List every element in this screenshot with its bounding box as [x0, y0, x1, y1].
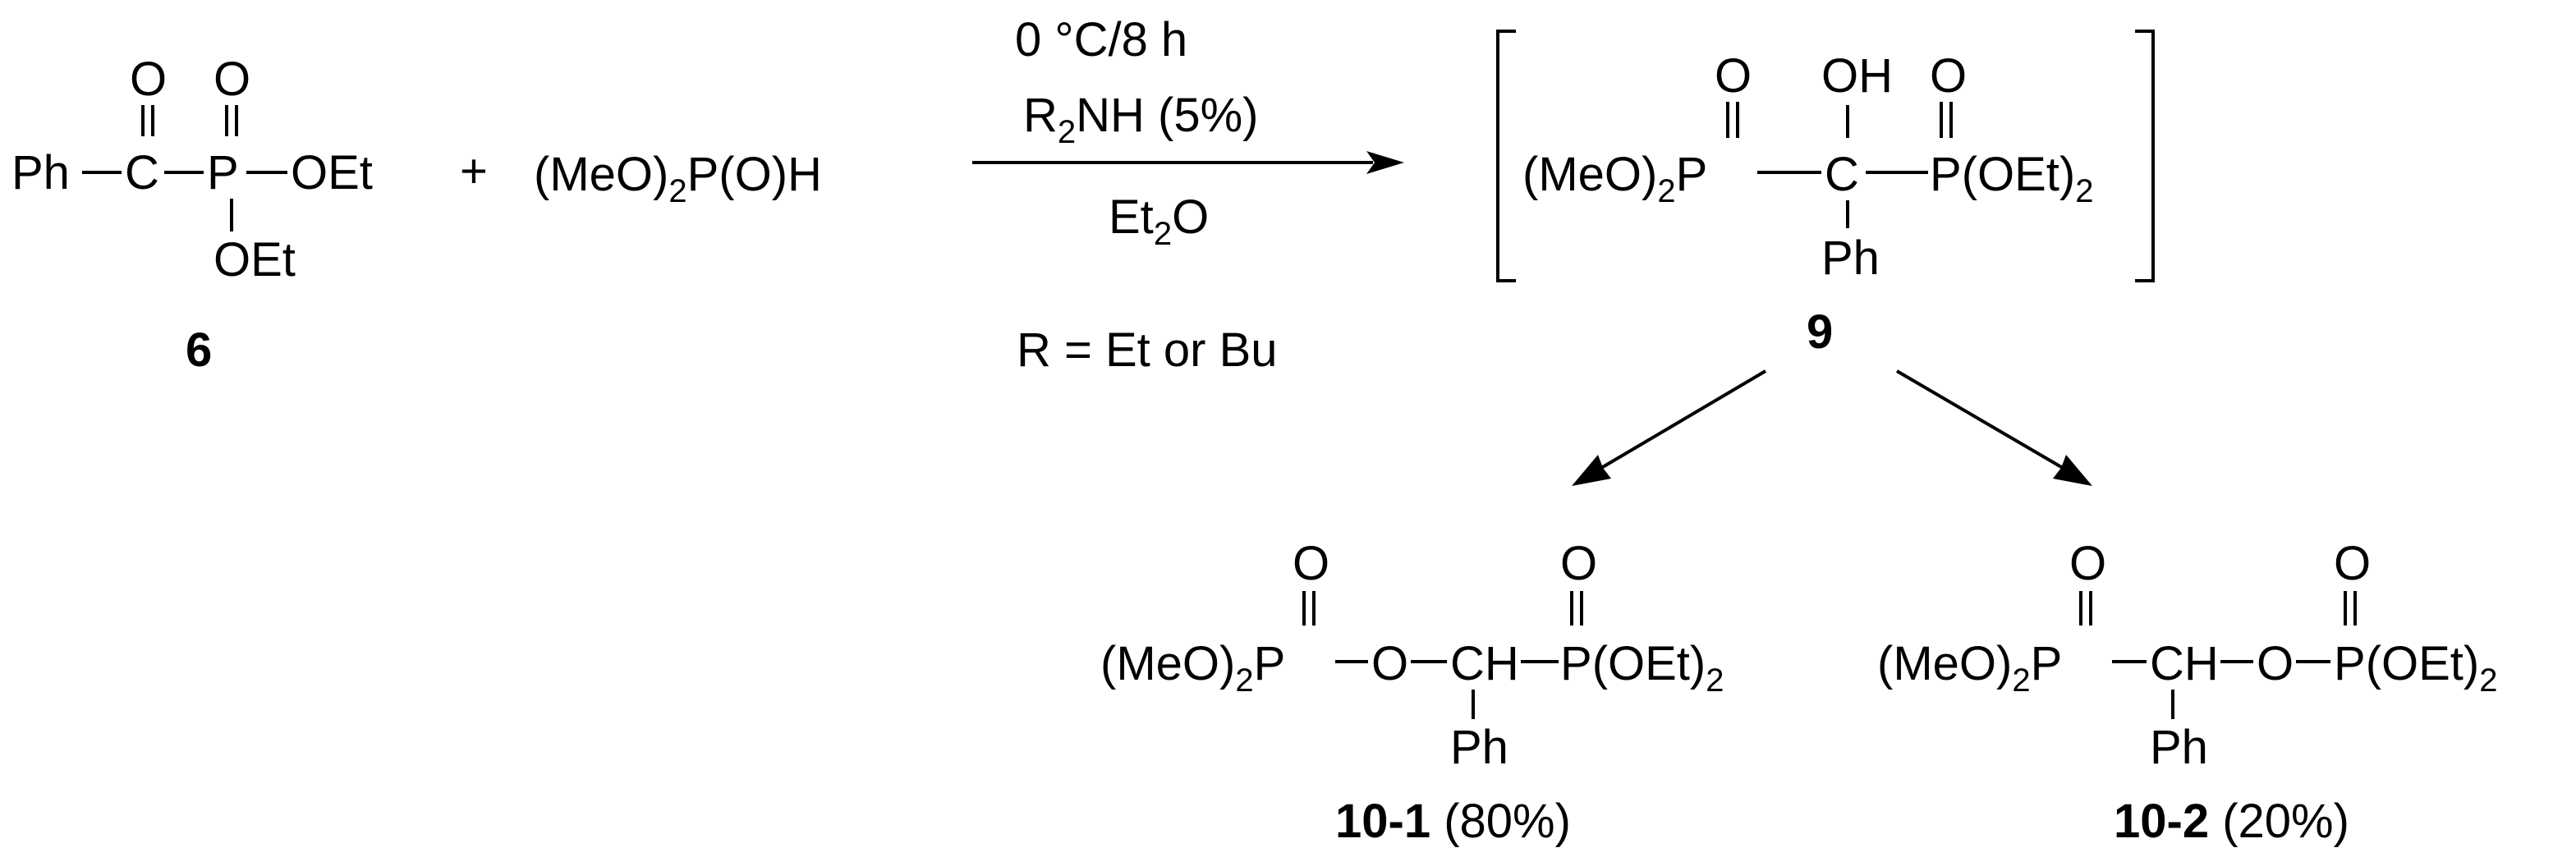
bracket-left — [1496, 30, 1516, 282]
p2-o-bridge: O — [2257, 637, 2294, 690]
condition-r-note: R = Et or Bu — [1017, 323, 1278, 377]
svg-text:10-1 (80%): 10-1 (80%) — [1335, 795, 1571, 848]
atom-ph: Ph — [11, 146, 70, 199]
label-intermediate-9: 9 — [1807, 305, 1833, 359]
atom-o-carbonyl: O — [130, 53, 167, 106]
p2-oet-sub: 2 — [2479, 662, 2497, 699]
arrow-to-10-2-head — [2053, 455, 2092, 486]
reagent-sub: 2 — [668, 173, 686, 209]
svg-text:10-2 (20%): 10-2 (20%) — [2114, 795, 2349, 848]
reagent-meo: (MeO) — [534, 148, 668, 201]
p1-o-bridge: O — [1371, 637, 1408, 690]
atom-o-phosphoryl: O — [214, 53, 250, 106]
int-oet: (OEt) — [1962, 148, 2076, 201]
arrow-to-10-1-head — [1572, 455, 1611, 486]
p1-oet-sub: 2 — [1706, 662, 1724, 699]
arrow-to-10-1-shaft — [1600, 369, 1767, 470]
condition-catalyst-r: R — [1023, 89, 1058, 142]
svg-text:(MeO)2P(O)H: (MeO)2P(O)H — [534, 148, 822, 209]
svg-text:(MeO)2P: (MeO)2P — [1100, 637, 1285, 699]
branch-arrows — [1572, 369, 2092, 486]
yield-product-10-1: (80%) — [1444, 795, 1571, 848]
plus-sign: + — [460, 144, 488, 198]
reagent-dimethyl-phosphite: (MeO)2P(O)H — [534, 148, 822, 209]
p1-p-right: P — [1560, 637, 1592, 690]
p1-meo-sub: 2 — [1235, 662, 1253, 699]
svg-text:P(OEt)2: P(OEt)2 — [1560, 637, 1724, 699]
int-ph: Ph — [1821, 231, 1880, 285]
svg-text:Et2O: Et2O — [1109, 190, 1209, 252]
int-meo: (MeO) — [1522, 148, 1657, 201]
yield-product-10-2: (20%) — [2222, 795, 2349, 848]
int-p-right: P — [1930, 148, 1962, 201]
main-arrow-head — [1366, 151, 1404, 174]
condition-solvent-et: Et — [1109, 190, 1154, 244]
condition-catalyst-rest: NH (5%) — [1076, 89, 1258, 142]
svg-text:(MeO)2P: (MeO)2P — [1522, 148, 1707, 209]
bracket-right — [2135, 30, 2155, 282]
p1-oet: (OEt) — [1592, 637, 1706, 690]
p1-meo: (MeO) — [1100, 637, 1235, 690]
p1-ch: CH — [1450, 637, 1519, 690]
condition-solvent-o: O — [1172, 190, 1209, 244]
intermediate-9: (MeO)2P O C OH Ph P(OEt)2 O 9 — [1496, 30, 2155, 359]
int-o-right: O — [1930, 49, 1967, 103]
p2-o-left: O — [2069, 537, 2106, 590]
p2-ph: Ph — [2150, 721, 2208, 774]
p2-o-right: O — [2334, 537, 2371, 590]
condition-catalyst-sub: 2 — [1058, 114, 1076, 150]
int-p-left: P — [1676, 148, 1708, 201]
p2-meo: (MeO) — [1877, 637, 2012, 690]
p1-o-right: O — [1560, 537, 1597, 590]
p2-oet: (OEt) — [2366, 637, 2480, 690]
label-compound-6: 6 — [186, 323, 212, 377]
int-oh: OH — [1821, 49, 1893, 103]
int-c: C — [1825, 148, 1859, 201]
p2-ch: CH — [2150, 637, 2219, 690]
condition-solvent-sub: 2 — [1154, 216, 1172, 252]
arrow-to-10-2-shaft — [1895, 369, 2064, 470]
p2-meo-sub: 2 — [2012, 662, 2030, 699]
p2-p-right: P — [2334, 637, 2366, 690]
reagent-rest: P(O)H — [687, 148, 822, 201]
atom-oet-down: OEt — [214, 233, 296, 286]
p1-o-left: O — [1293, 537, 1329, 590]
int-meo-sub: 2 — [1657, 173, 1675, 209]
p1-p-left: P — [1254, 637, 1286, 690]
svg-text:P(OEt)2: P(OEt)2 — [1930, 148, 2093, 209]
svg-text:P(OEt)2: P(OEt)2 — [2334, 637, 2497, 699]
int-oet-sub: 2 — [2075, 173, 2093, 209]
svg-text:(MeO)2P: (MeO)2P — [1877, 637, 2062, 699]
int-o-left: O — [1715, 49, 1752, 103]
p2-p-left: P — [2031, 637, 2063, 690]
atom-oet-right: OEt — [291, 146, 373, 199]
product-10-1: (MeO)2P O O CH Ph P(OEt)2 O 10-1 (80%) — [1100, 537, 1724, 848]
p1-ph: Ph — [1450, 721, 1508, 774]
atom-c: C — [125, 146, 159, 199]
compound-6: Ph C O P O OEt OEt 6 — [11, 53, 373, 377]
condition-temperature-time: 0 °C/8 h — [1015, 13, 1187, 66]
label-product-10-2: 10-2 — [2114, 795, 2209, 848]
product-10-2: (MeO)2P O CH Ph O P(OEt)2 O 10-2 (20%) — [1877, 537, 2497, 848]
svg-text:R2NH (5%): R2NH (5%) — [1023, 89, 1258, 150]
atom-p: P — [207, 146, 239, 199]
label-product-10-1: 10-1 — [1335, 795, 1430, 848]
reaction-conditions: 0 °C/8 h R2NH (5%) Et2O R = Et or Bu — [972, 13, 1404, 377]
